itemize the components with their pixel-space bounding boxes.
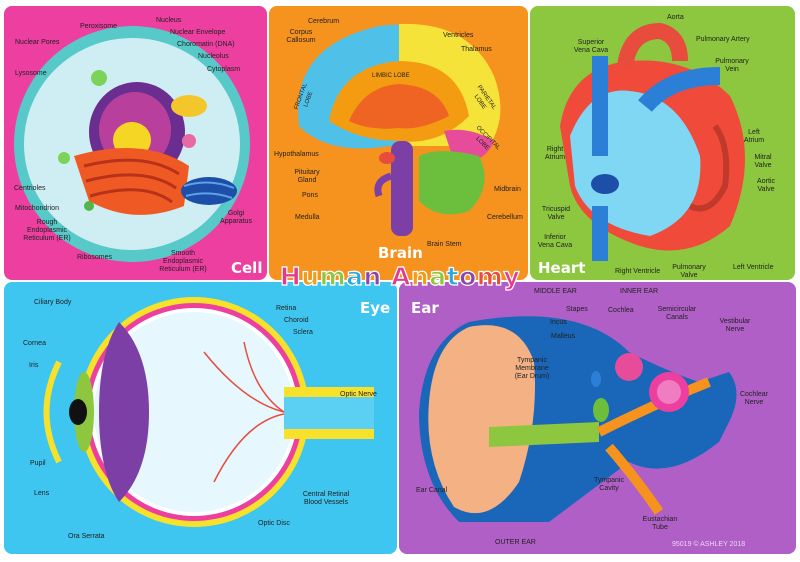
label-pons: Pons — [302, 192, 318, 199]
label-limbic-lobe: LIMBIC LOBE — [372, 73, 410, 79]
label-tympanic-cavity: Tympanic Cavity — [594, 477, 624, 492]
label-inferior-vena-cava: Inferior Vena Cava — [537, 234, 573, 249]
label-nucleus: Nucleus — [156, 17, 182, 24]
label-ora-serrata: Ora Serrata — [68, 533, 105, 540]
eye-title: Eye — [360, 299, 391, 317]
cell-illustration — [14, 26, 250, 262]
title-letter: m — [476, 261, 504, 291]
label-left-atrium: Left Atrium — [743, 129, 765, 144]
label-pulmonary-artery: Pulmonary Artery — [696, 36, 750, 43]
label-optic-disc: Optic Disc — [258, 520, 290, 527]
title-letter: H — [279, 261, 302, 291]
label-malleus: Malleus — [551, 333, 576, 340]
title-letter — [382, 262, 391, 291]
label-superior-vena-cava: Superior Vena Cava — [573, 39, 609, 54]
label-medulla: Medulla — [295, 214, 320, 221]
label-eustachian-tube: Eustachian Tube — [642, 516, 678, 531]
label-mitochondrion: Mitochondrion — [15, 205, 59, 212]
brain-panel: Cerebrum Corpus Callosum Ventricles Thal… — [269, 6, 528, 280]
label-optic-nerve: Optic Nerve — [340, 391, 377, 398]
label-brain-stem: Brain Stem — [427, 241, 462, 248]
title-letter: a — [429, 261, 447, 291]
label-smooth-er: Smooth Endoplasmic Reticulum (ER) — [159, 250, 207, 273]
heart-illustration — [560, 22, 745, 261]
title-letter: o — [458, 261, 477, 291]
label-right-ventricle: Right Ventricle — [615, 268, 661, 275]
label-tympanic-membrane: Tympanic Membrane (Ear Drum) — [514, 357, 550, 380]
label-semicircular: Semicircular Canals — [657, 306, 697, 321]
main-title: Human Anatomy — [278, 261, 522, 292]
label-aorta: Aorta — [667, 14, 684, 21]
label-lysosome: Lysosome — [15, 70, 47, 77]
label-ear-canal: Ear Canal — [416, 487, 448, 494]
label-lens: Lens — [34, 490, 50, 497]
label-peroxisome: Peroxisome — [80, 23, 117, 30]
cell-panel: Peroxisome Nucleus Nuclear Pores Nuclear… — [4, 6, 267, 280]
label-middle-ear: MIDDLE EAR — [534, 288, 577, 295]
ear-title: Ear — [411, 299, 439, 317]
label-tricuspid-valve: Tricuspid Valve — [541, 206, 571, 221]
title-letter: m — [319, 261, 347, 291]
label-inner-ear: INNER EAR — [620, 288, 659, 295]
label-left-ventricle: Left Ventricle — [733, 264, 774, 271]
label-cochlea: Cochlea — [608, 307, 634, 314]
label-pupil: Pupil — [30, 460, 46, 467]
brain-illustration — [298, 23, 501, 236]
label-vestibular-nerve: Vestibular Nerve — [719, 318, 751, 333]
ear-panel: MIDDLE EAR INNER EAR Stapes Incus Malleu… — [399, 282, 796, 554]
label-pulmonary-vein: Pulmonary Vein — [715, 58, 749, 73]
title-letter: A — [390, 261, 411, 291]
label-right-atrium: Right Atrium — [544, 146, 566, 161]
heart-panel: Aorta Superior Vena Cava Pulmonary Arter… — [530, 6, 795, 280]
label-hypothalamus: Hypothalamus — [274, 151, 319, 158]
label-incus: Incus — [550, 319, 567, 326]
label-chromatin: Choromatin (DNA) — [177, 41, 235, 48]
label-nucleolus: Nucleolus — [198, 53, 229, 60]
label-central-retinal: Central Retinal Blood Vessels — [302, 491, 350, 506]
label-nuclear-envelope: Nuclear Envelope — [170, 29, 226, 36]
label-pituitary: Pituitary Gland — [294, 169, 320, 184]
eye-illustration — [43, 297, 374, 527]
label-midbrain: Midbrain — [494, 186, 521, 193]
copyright: 95019 © ASHLEY 2018 — [672, 541, 746, 548]
title-letter: a — [346, 261, 364, 291]
title-letter: t — [446, 261, 460, 291]
title-letter: n — [363, 261, 382, 291]
eye-panel: Ciliary Body Retina Choroid Sclera Corne… — [4, 282, 397, 554]
label-cerebellum: Cerebellum — [487, 214, 523, 221]
label-mitral-valve: Mitral Valve — [754, 154, 772, 169]
label-ventricles: Ventricles — [443, 32, 474, 39]
label-nuclear-pores: Nuclear Pores — [15, 39, 60, 46]
brain-title: Brain — [378, 244, 423, 262]
label-rough-er: Rough Endoplasmic Reticulum (ER) — [23, 219, 71, 242]
title-letter: n — [410, 261, 430, 291]
label-outer-ear: OUTER EAR — [495, 539, 536, 546]
label-cerebrum: Cerebrum — [308, 18, 340, 25]
label-centrioles: Centrioles — [14, 185, 46, 192]
label-choroid: Choroid — [284, 317, 309, 324]
label-stapes: Stapes — [566, 306, 588, 313]
label-pulmonary-valve: Pulmonary Valve — [672, 264, 706, 279]
title-letter: y — [503, 261, 521, 291]
label-corpus-callosum: Corpus Callosum — [286, 29, 316, 44]
label-aortic-valve: Aortic Valve — [757, 178, 775, 193]
label-ciliary-body: Ciliary Body — [34, 299, 72, 306]
label-iris: Iris — [29, 362, 39, 369]
cell-title: Cell — [231, 259, 263, 277]
label-retina: Retina — [276, 305, 297, 312]
heart-title: Heart — [538, 259, 586, 277]
label-sclera: Sclera — [293, 329, 313, 336]
label-thalamus: Thalamus — [461, 46, 492, 53]
label-cytoplasm: Cytoplasm — [207, 66, 241, 73]
title-letter: u — [301, 261, 320, 291]
label-cornea: Cornea — [23, 340, 46, 347]
label-ribosomes: Ribosomes — [77, 254, 113, 261]
ear-illustration — [419, 316, 737, 522]
label-cochlear-nerve: Cochlear Nerve — [739, 391, 768, 406]
label-golgi: Golgi Apparatus — [220, 210, 252, 225]
